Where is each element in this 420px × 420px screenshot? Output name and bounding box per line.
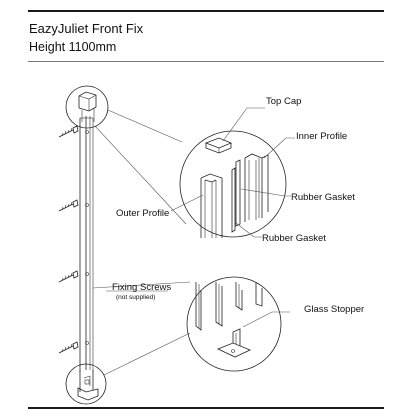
top-connector-line [107,109,183,143]
label-rubber-gasket-2: Rubber Gasket [262,233,326,244]
fixing-screw-2 [58,199,79,212]
inner-profile-part [244,153,269,222]
rubber-gasket-part-2 [231,167,236,233]
page-title: EazyJuliet Front Fix [29,21,144,36]
top-connector-line-2 [94,125,187,225]
bottom-connector-line-2 [103,332,191,376]
post-profile [79,116,94,372]
fixing-screw-4 [58,341,79,354]
header-divider [28,61,384,62]
label-inner-profile: Inner Profile [296,131,347,142]
rubber-gasket-part-1 [235,159,241,227]
screw-holes [85,130,89,345]
fixing-screw-3 [58,270,79,283]
glass-stopper-circle [186,276,282,372]
bottom-connector-line [92,281,191,289]
label-top-cap: Top Cap [266,96,301,107]
page-subtitle: Height 1100mm [29,40,117,54]
top-detail-circle [65,85,109,129]
label-outer-profile: Outer Profile [116,208,169,219]
label-glass-stopper: Glass Stopper [304,304,364,315]
fixing-screw-1 [58,125,79,138]
label-rubber-gasket-1: Rubber Gasket [291,192,355,203]
top-cap-part [204,137,233,154]
glass-stopper-part [216,328,251,358]
label-fixing-screws: Fixing Screws [112,282,171,293]
outer-profile-part [200,173,223,238]
bottom-rule [28,407,384,409]
label-fixing-screws-note: (not supplied) [116,294,155,301]
exploded-profile-circle [179,130,287,238]
leader-lines [106,107,295,328]
top-rule [28,10,384,12]
bottom-detail-circle [65,363,107,405]
